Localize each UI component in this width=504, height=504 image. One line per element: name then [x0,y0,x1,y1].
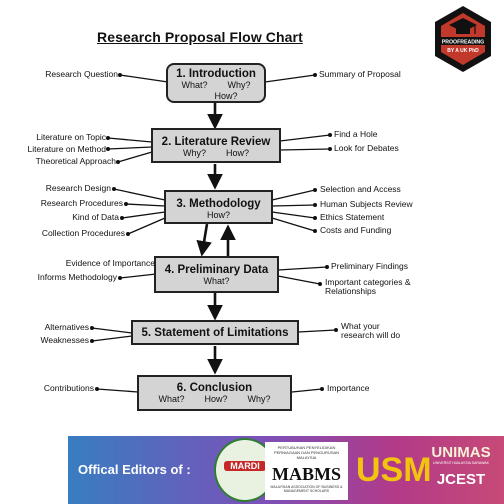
label-evidence-of-importance: Evidence of Importance [65,258,155,268]
step-preliminary-data-questions: What? [203,276,230,286]
step-preliminary-data-title: 4. Preliminary Data [164,264,269,276]
step-methodology-title: 3. Methodology [176,198,261,210]
usm-logo: USM [356,451,432,489]
badge-line1: PROOFREADING [442,39,484,45]
step-introduction-title: 1. Introduction [176,68,256,80]
label-research-design: Research Design [45,183,111,193]
label-preliminary-findings: Preliminary Findings [331,261,408,271]
editors-banner-text: Offical Editors of : [78,462,191,477]
label-research-question: Research Question [45,69,118,79]
step-conclusion: 6. Conclusion What? How? Why? [137,375,292,411]
label-theoretical-approach: Theoretical Approach [35,156,116,166]
label-ethics-statement: Ethics Statement [320,212,385,222]
label-alternatives: Alternatives [44,322,89,332]
label-find-a-hole: Find a Hole [334,129,378,139]
label-human-subjects-review: Human Subjects Review [320,199,413,209]
label-research-will-do: research will do [341,330,401,340]
page-title: Research Proposal Flow Chart [97,29,303,45]
step-conclusion-questions: What? How? Why? [158,394,271,404]
label-literature-on-method: Literature on Method [27,144,106,154]
label-costs-and-funding: Costs and Funding [320,225,392,235]
proofreading-badge: PROOFREADING BY A UK PhD [435,6,491,72]
label-importance: Importance [327,383,370,393]
step-methodology-questions: How? [206,210,230,220]
badge-line2: BY A UK PhD [447,48,479,54]
editors-banner: Offical Editors of : MARDI PERTUBUHAN PE… [68,436,504,504]
label-collection-procedures: Collection Procedures [41,228,125,238]
step-statement-of-limitations-title: 5. Statement of Limitations [141,327,289,339]
step-literature-review-title: 2. Literature Review [161,136,271,148]
label-kind-of-data: Kind of Data [72,212,119,222]
step-preliminary-data: 4. Preliminary Data What? [154,256,279,293]
mabms-logo: PERTUBUHAN PENYELIDIKAN PERNIAGAAN DAN P… [265,442,348,500]
label-weaknesses: Weaknesses [40,335,89,345]
step-introduction-questions: What? Why? How? [181,80,251,101]
label-contributions: Contributions [43,383,94,393]
label-selection-and-access: Selection and Access [320,184,401,194]
step-literature-review: 2. Literature Review Why? How? [151,128,281,163]
label-informs-methodology: Informs Methodology [37,272,117,282]
graduation-cap-icon [449,18,477,34]
step-literature-review-questions: Why? How? [182,148,250,158]
label-what-your: What your [341,321,380,331]
label-important-categories: Important categories & [325,277,411,287]
label-summary-of-proposal: Summary of Proposal [319,69,401,79]
unimas-logo: UNIMAS UNIVERSITI MALAYSIA SARAWAK JCEST [431,444,491,488]
step-conclusion-title: 6. Conclusion [176,382,253,394]
label-literature-on-topic: Literature on Topic [36,132,106,142]
step-statement-of-limitations: 5. Statement of Limitations [131,320,299,345]
label-relationships: Relationships [325,286,377,296]
label-look-for-debates: Look for Debates [334,143,399,153]
step-introduction: 1. Introduction What? Why? How? [166,63,266,103]
label-research-procedures: Research Procedures [40,198,123,208]
step-methodology: 3. Methodology How? [164,190,273,224]
